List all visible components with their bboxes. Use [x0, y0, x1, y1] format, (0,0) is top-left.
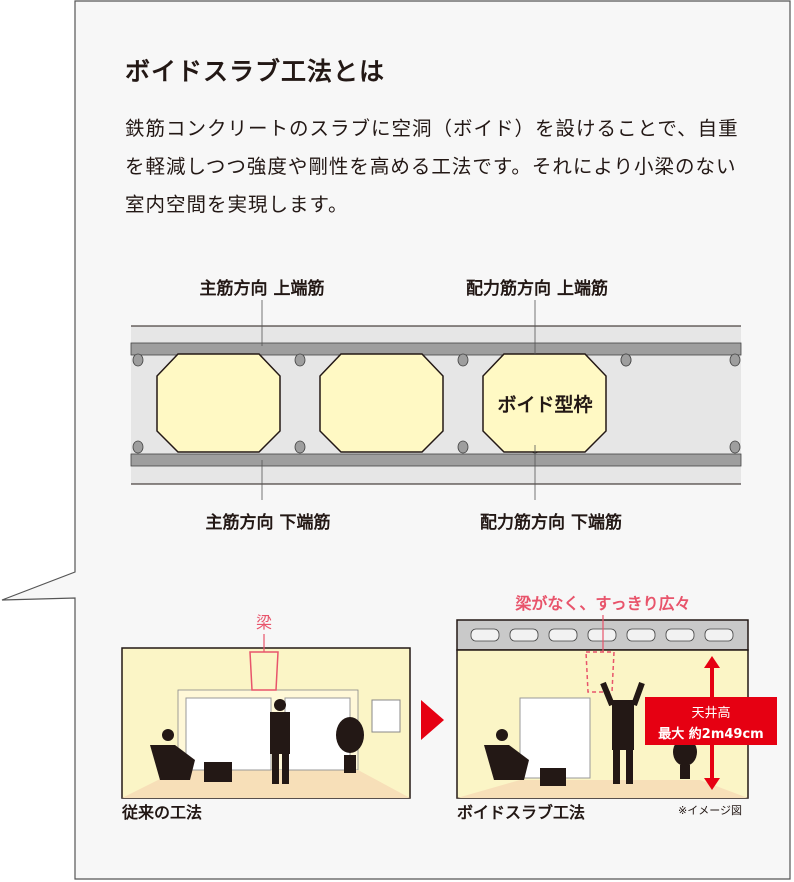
beam-label: 梁	[256, 613, 272, 632]
conventional-room-illustration	[121, 647, 411, 799]
image-note: ※イメージ図	[678, 804, 742, 817]
void-slab-caption: ボイドスラブ工法	[457, 803, 585, 822]
bottom-rebar	[130, 453, 742, 467]
ceiling-height-badge	[645, 697, 777, 745]
no-beam-callout: 梁がなく、すっきり広々	[514, 594, 690, 613]
arrow-right-icon	[421, 700, 444, 740]
label-dist-top: 配力筋方向 上端筋	[466, 278, 608, 299]
label-main-bottom: 主筋方向 下端筋	[206, 512, 331, 533]
ceiling-height-value: 最大 約2m49cm	[658, 726, 763, 742]
label-main-top: 主筋方向 上端筋	[200, 278, 325, 299]
void-forms	[156, 353, 607, 453]
description-text: 鉄筋コンクリートのスラブに空洞（ボイド）を設けることで、自重を軽減しつつ強度や剛…	[125, 117, 739, 216]
page-title: ボイドスラブ工法とは	[125, 57, 386, 86]
label-dist-bottom: 配力筋方向 下端筋	[480, 512, 622, 533]
conventional-caption: 従来の工法	[121, 803, 202, 822]
top-rebar	[130, 342, 742, 356]
ceiling-height-label: 天井高	[691, 705, 730, 721]
void-form-label: ボイド型枠	[497, 393, 592, 416]
